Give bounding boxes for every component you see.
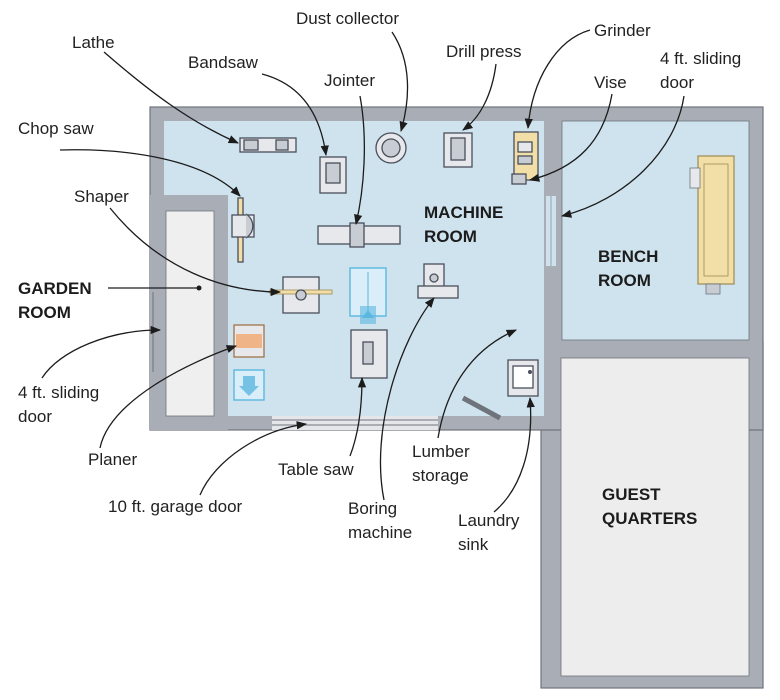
grinder-symbol [513,131,539,181]
table-saw-arrow [349,376,367,457]
partition-wall [544,121,558,416]
label-vise: Vise [594,73,627,92]
leader-arrows [41,29,685,513]
equipment-labels: Lathe Dust collector Grinder Bandsaw Dri… [18,9,741,554]
jointer-arrow [354,95,365,226]
label-planer: Planer [88,450,137,469]
room-garden-line1: GARDEN [18,279,92,298]
label-chop-saw: Chop saw [18,119,94,138]
garden-room-floor [165,210,215,417]
label-boring-machine-2: machine [348,523,412,542]
planer-arrow [99,345,237,449]
planer-symbol [233,324,265,401]
label-garage-door: 10 ft. garage door [108,497,243,516]
label-laundry-sink-1: Laundry [458,511,520,530]
guest-quarters-floor [560,357,750,677]
label-sliding-door-left-1: 4 ft. sliding [18,383,99,402]
bandsaw-symbol [319,156,347,194]
shaper-symbol [269,276,333,314]
label-bandsaw: Bandsaw [188,53,259,72]
label-sliding-door-left-2: door [18,407,52,426]
room-garden-line2: ROOM [18,303,71,322]
drill-press-symbol [443,132,473,168]
label-sliding-door-right-1: 4 ft. sliding [660,49,741,68]
label-jointer: Jointer [324,71,375,90]
chop-saw-arrow [59,149,241,197]
lumber-storage-arrow [437,329,517,439]
room-bench-line2: ROOM [598,271,651,290]
drill-press-arrow [462,63,497,131]
dust-collector-arrow [391,31,409,132]
dust-collector-symbol [375,132,407,164]
room-machine-line1: MACHINE [424,203,503,222]
room-labels: MACHINE ROOM BENCH ROOM GARDEN ROOM GUES… [18,203,697,528]
sliding-door-right-arrow [560,95,685,218]
label-lumber-storage-1: Lumber [412,442,470,461]
laundry-sink-symbol [507,359,539,397]
garden-room-dot [196,285,202,291]
machines [231,131,735,421]
grinder-arrow [524,29,591,130]
garage-door-opening [272,416,438,430]
label-grinder: Grinder [594,21,651,40]
label-laundry-sink-2: sink [458,535,489,554]
lathe-symbol [239,137,297,153]
room-bench-line1: BENCH [598,247,658,266]
room-machine-line2: ROOM [424,227,477,246]
bandsaw-arrow [261,73,329,157]
vise-arrow [528,93,613,182]
label-table-saw: Table saw [278,460,354,479]
lumber-rack-symbol [461,395,502,421]
label-lathe: Lathe [72,33,115,52]
shaper-arrow [109,207,282,297]
label-shaper: Shaper [74,187,129,206]
jointer-symbol [317,222,401,248]
room-guest-line2: QUARTERS [602,509,697,528]
vise-symbol [511,173,527,185]
label-boring-machine-1: Boring [348,499,397,518]
sliding-door-left-arrow [41,325,162,379]
chop-saw-symbol [231,197,255,263]
garage-door-arrow [199,421,308,496]
lathe-arrow [103,51,239,144]
workbench-symbol [689,155,735,295]
label-dust-collector: Dust collector [296,9,399,28]
boring-machine-arrow [379,297,435,501]
label-drill-press: Drill press [446,42,522,61]
laundry-sink-arrow [493,396,535,513]
label-sliding-door-right-2: door [660,73,694,92]
room-guest-line1: GUEST [602,485,661,504]
boring-machine-symbol [417,263,459,299]
label-lumber-storage-2: storage [412,466,469,485]
table-saw-symbol [349,267,388,379]
